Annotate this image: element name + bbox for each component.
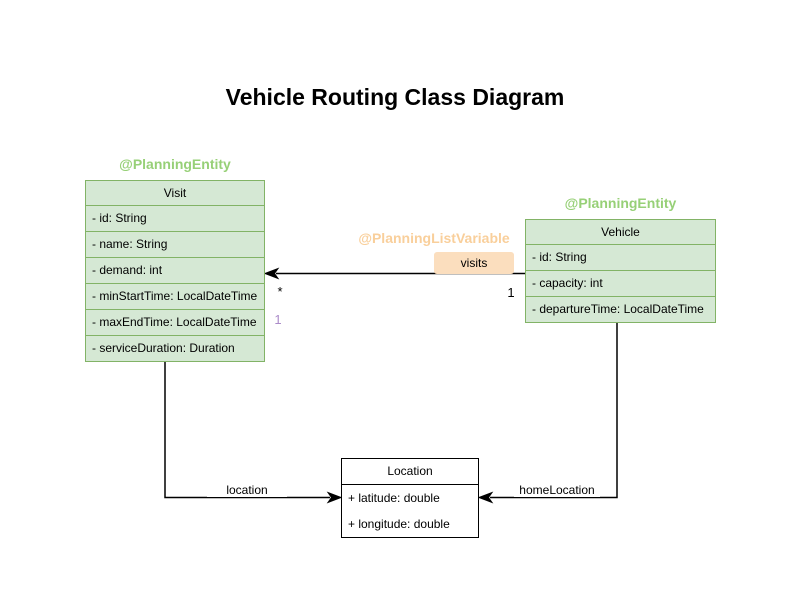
class-vehicle-name: Vehicle bbox=[601, 225, 640, 239]
visits-target-multiplicity: * bbox=[277, 284, 283, 299]
class-location-name: Location bbox=[342, 459, 478, 485]
visit-attribute: - demand: int bbox=[86, 257, 264, 283]
location-edge-label: location bbox=[207, 483, 287, 497]
class-location: Location + latitude: double + longitude:… bbox=[341, 458, 479, 538]
visit-attribute: - maxEndTime: LocalDateTime bbox=[86, 309, 264, 335]
visit-attribute: - name: String bbox=[86, 231, 264, 257]
vehicle-planning-entity-annotation: @PlanningEntity bbox=[564, 195, 677, 211]
vehicle-attribute: - departureTime: LocalDateTime bbox=[526, 296, 715, 322]
visits-source-multiplicity: 1 bbox=[507, 285, 515, 300]
location-attribute: + longitude: double bbox=[348, 517, 450, 531]
visit-planning-entity-annotation: @PlanningEntity bbox=[119, 156, 231, 172]
vehicle-attribute: - capacity: int bbox=[526, 270, 715, 296]
planning-list-variable-annotation: @PlanningListVariable bbox=[358, 230, 510, 246]
vehicle-attribute: - id: String bbox=[526, 244, 715, 270]
visits-secondary-multiplicity: 1 bbox=[274, 312, 282, 327]
visit-attribute: - serviceDuration: Duration bbox=[86, 335, 264, 361]
location-attribute: + latitude: double bbox=[348, 491, 440, 505]
class-visit: Visit - id: String - name: String - dema… bbox=[85, 180, 265, 362]
visits-edge-label: visits bbox=[434, 252, 514, 274]
home-location-edge-label: homeLocation bbox=[514, 483, 600, 497]
class-vehicle: Vehicle - id: String - capacity: int - d… bbox=[525, 219, 716, 323]
visit-attribute: - minStartTime: LocalDateTime bbox=[86, 283, 264, 309]
visit-attribute: - id: String bbox=[86, 205, 264, 231]
diagram-title: Vehicle Routing Class Diagram bbox=[225, 84, 565, 110]
location-arrow bbox=[164, 361, 343, 504]
home-location-arrow bbox=[477, 322, 618, 504]
class-visit-name: Visit bbox=[163, 186, 187, 200]
